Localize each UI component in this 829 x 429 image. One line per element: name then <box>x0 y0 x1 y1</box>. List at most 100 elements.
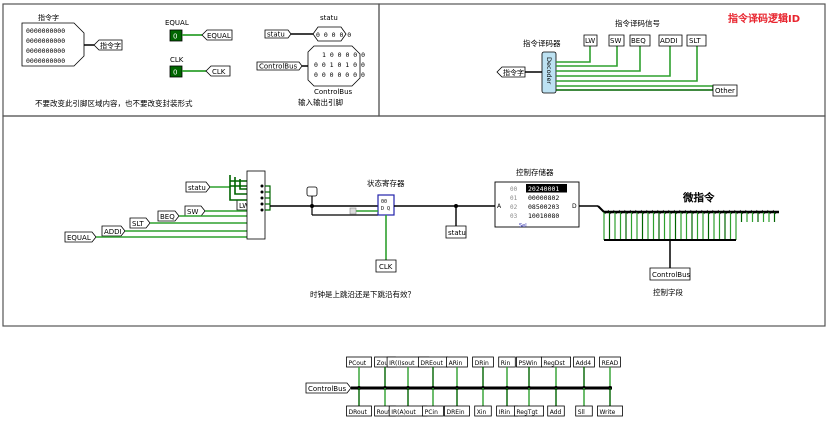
controlbus-pin-label: ControlBus <box>314 88 353 96</box>
decoder-output-addi: ADDI <box>658 34 683 47</box>
statu-output-value: 0 0 0 0 0 <box>316 31 351 39</box>
svg-text:Zout: Zout <box>377 360 392 367</box>
svg-text:IR(A)out: IR(A)out <box>391 409 416 416</box>
signal-tunnel-add[interactable]: Add <box>547 405 565 417</box>
statu-output-tunnel-label: statu <box>448 229 466 237</box>
controlbus-tunnel[interactable] <box>256 61 303 71</box>
instruction-row: 0000000000 <box>26 57 65 65</box>
svg-text:RegDst: RegDst <box>543 360 565 367</box>
svg-text:IR(I)sout: IR(I)sout <box>389 360 415 367</box>
decoder-component[interactable] <box>541 51 557 94</box>
io-pins-caption: 输入输出引脚 <box>298 97 343 107</box>
signal-tunnel-regdst[interactable]: RegDst <box>541 356 572 368</box>
page-title: 指令译码逻辑ID <box>728 12 800 25</box>
signal-tunnel-read[interactable]: READ <box>599 356 621 368</box>
instruction-word-pin[interactable] <box>21 22 85 67</box>
svg-text:Rout: Rout <box>377 409 391 416</box>
signal-tunnel-ir-a-out[interactable]: IR(A)out <box>388 405 428 417</box>
signal-tunnel-pcout[interactable]: PCout <box>346 356 372 368</box>
svg-text:ARin: ARin <box>449 360 463 367</box>
clk-input-tunnel[interactable] <box>375 259 397 273</box>
signal-tunnel-pcin[interactable]: PCin <box>422 405 444 417</box>
decoder-output-other: Other <box>712 84 738 97</box>
instruction-tunnel[interactable] <box>93 39 123 51</box>
svg-text:IRin: IRin <box>499 409 511 416</box>
svg-text:Other: Other <box>715 87 735 95</box>
signal-tunnel-drein[interactable]: DREin <box>444 405 470 417</box>
statu-output-tunnel[interactable] <box>445 225 467 239</box>
input-tunnel-addi[interactable]: ADDI <box>101 225 126 237</box>
micro-splitter-fan <box>602 209 777 240</box>
rom-address: 02 <box>510 204 518 211</box>
svg-text:Write: Write <box>600 409 616 416</box>
signal-tunnel-pswin[interactable]: PSWin <box>516 356 542 368</box>
svg-text:DRout: DRout <box>349 409 368 416</box>
signal-tunnel-regtgt[interactable]: RegTgt <box>514 405 545 417</box>
signal-tunnel-rin[interactable]: Rin <box>498 356 516 368</box>
micro-instruction-label: 微指令 <box>682 191 715 204</box>
signal-tunnel-drin[interactable]: DRin <box>472 356 494 368</box>
input-tunnel-beq[interactable]: BEQ <box>157 210 180 222</box>
instruction-row: 0000000000 <box>26 27 65 35</box>
signal-tunnel-sll[interactable]: Sll <box>575 405 593 417</box>
svg-text:Rin: Rin <box>501 360 511 367</box>
equal-tunnel-label: EQUAL <box>207 32 231 40</box>
input-tunnel-slt[interactable]: SLT <box>129 217 151 229</box>
decoder-output-slt: SLT <box>686 34 707 47</box>
input-tunnel-equal[interactable]: EQUAL <box>64 231 97 243</box>
state-register-label: 状态寄存器 <box>367 178 405 188</box>
controlbus-row: 0 0 1 0 1 0 0 <box>314 61 365 69</box>
rom-data: 00000802 <box>528 194 559 202</box>
statu-tunnel[interactable] <box>264 29 292 39</box>
clock-edge-question: 时钟是上跳沿还是下跳沿有效？ <box>310 289 415 299</box>
controlbus-tunnel-label: ControlBus <box>259 63 298 71</box>
instruction-row: 0000000000 <box>26 37 65 45</box>
instruction-word-label: 指令字 <box>38 13 59 22</box>
decoder-output-sw: SW <box>608 34 625 47</box>
svg-text:Sll: Sll <box>578 409 585 416</box>
probe <box>306 186 318 197</box>
signal-tunnel-dreout[interactable]: DREout <box>417 356 448 368</box>
svg-text:Add: Add <box>550 409 562 416</box>
input-tunnel-statu[interactable]: statu <box>185 181 211 193</box>
signal-tunnel-write[interactable]: Write <box>597 405 623 417</box>
decoder-signal-label: 指令译码信号 <box>615 18 660 28</box>
controlbus-row: 0 0 0 0 0 0 0 <box>314 71 365 79</box>
svg-text:EQUAL: EQUAL <box>67 234 91 242</box>
next-state-logic[interactable] <box>246 170 266 240</box>
svg-text:Xin: Xin <box>477 409 487 416</box>
signal-tunnel-drout[interactable]: DRout <box>346 405 372 417</box>
rom-address: 01 <box>510 195 518 202</box>
instruction-row: 0000000000 <box>26 47 65 55</box>
svg-text:Add4: Add4 <box>576 360 592 367</box>
equal-tunnel[interactable] <box>201 29 233 41</box>
signal-tunnel-arin[interactable]: ARin <box>446 356 468 368</box>
controlbus-out-label: ControlBus <box>652 271 691 279</box>
rom-data: 08500203 <box>528 203 559 211</box>
statu-tunnel-label: statu <box>267 31 285 39</box>
signal-tunnel-add4[interactable]: Add4 <box>573 356 595 368</box>
rom-data: 10010080 <box>528 212 559 220</box>
statu-pin-label: statu <box>320 14 338 22</box>
equal-pin-value: 0 <box>173 33 177 41</box>
signal-tunnel-xin[interactable]: Xin <box>474 405 492 417</box>
clk-tunnel-label: CLK <box>212 68 226 76</box>
decoder-output-wires <box>556 46 714 90</box>
controlbus-out-tunnel[interactable] <box>649 267 691 281</box>
clk-tunnel[interactable] <box>205 65 231 77</box>
svg-text:DREout: DREout <box>420 360 443 367</box>
svg-text:PCout: PCout <box>349 360 367 367</box>
input-tunnel-sw[interactable]: SW <box>184 205 206 217</box>
statu-output-pin <box>312 26 347 42</box>
decoder-input-label: 指令字 <box>503 68 524 77</box>
svg-text:DREin: DREin <box>447 409 465 416</box>
instruction-tunnel-label: 指令字 <box>100 41 121 50</box>
decoder-output-lw: LW <box>583 34 598 47</box>
controlbus-output-pin <box>307 45 361 87</box>
bottom-controlbus-tunnel[interactable] <box>305 382 352 394</box>
svg-text:SW: SW <box>187 208 198 216</box>
state-register[interactable] <box>377 194 395 216</box>
svg-text:LW: LW <box>585 37 595 45</box>
